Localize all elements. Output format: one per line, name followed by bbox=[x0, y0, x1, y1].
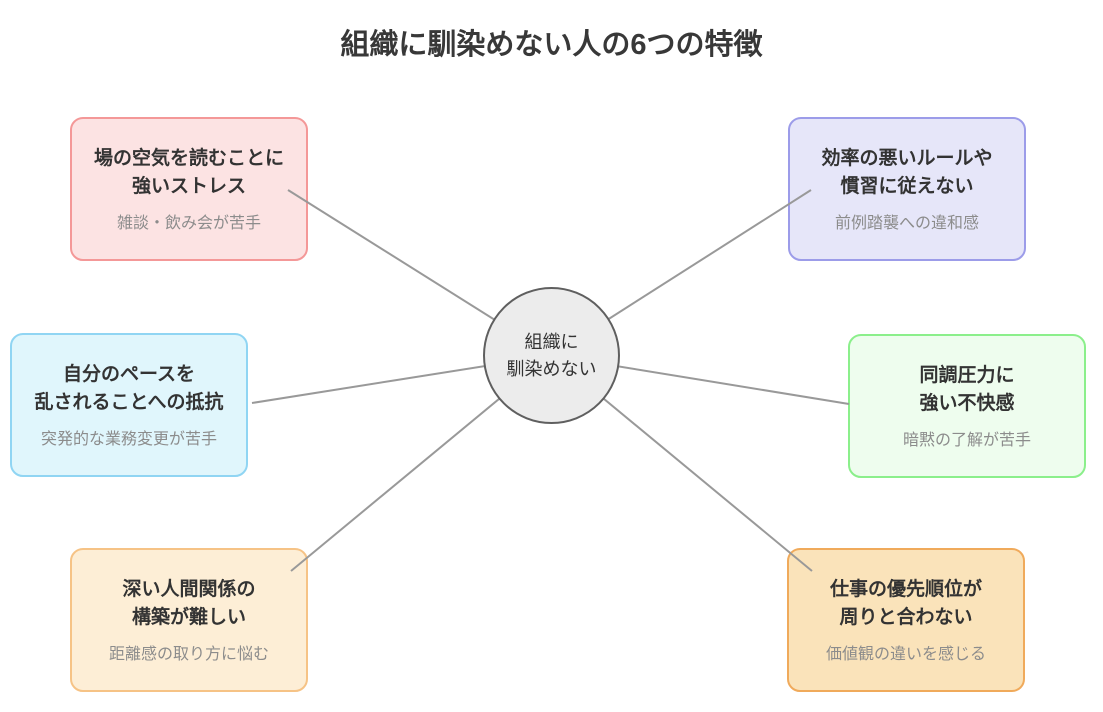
node-title: 深い人間関係の 構築が難しい bbox=[122, 576, 255, 632]
node-title: 効率の悪いルールや 慣習に従えない bbox=[821, 145, 992, 201]
node-title-line2: 強いストレス bbox=[131, 176, 246, 197]
node-title-line1: 仕事の優先順位が bbox=[829, 579, 982, 600]
node-title-line1: 深い人間関係の bbox=[122, 579, 256, 600]
center-node: 組織に 馴染めない bbox=[483, 287, 620, 424]
node-air-reading-stress: 場の空気を読むことに 強いストレス 雑談・飲み会が苦手 bbox=[70, 117, 308, 261]
node-title: 同調圧力に 強い不快感 bbox=[919, 362, 1014, 418]
node-work-priorities: 仕事の優先順位が 周りと合わない 価値観の違いを感じる bbox=[787, 548, 1025, 692]
node-own-pace: 自分のペースを 乱されることへの抵抗 突発的な業務変更が苦手 bbox=[10, 333, 248, 477]
node-peer-pressure: 同調圧力に 強い不快感 暗黙の了解が苦手 bbox=[848, 334, 1086, 478]
node-title-line2: 強い不快感 bbox=[919, 393, 1015, 414]
node-deep-relationships: 深い人間関係の 構築が難しい 距離感の取り方に悩む bbox=[70, 548, 308, 692]
node-inefficient-rules: 効率の悪いルールや 慣習に従えない 前例踏襲への違和感 bbox=[788, 117, 1026, 261]
node-subtitle: 距離感の取り方に悩む bbox=[108, 646, 269, 663]
page-title: 組織に馴染めない人の6つの特徴 bbox=[340, 29, 763, 61]
node-title-line2: 周りと合わない bbox=[839, 607, 973, 628]
node-subtitle: 雑談・飲み会が苦手 bbox=[116, 215, 261, 232]
node-title-line1: 場の空気を読むことに bbox=[93, 148, 284, 169]
node-title-line1: 自分のペースを bbox=[62, 364, 196, 385]
center-label-line2: 馴染めない bbox=[506, 358, 597, 379]
node-title-line2: 乱されることへの抵抗 bbox=[34, 392, 224, 413]
node-subtitle: 前例踏襲への違和感 bbox=[834, 215, 979, 232]
node-title-line2: 構築が難しい bbox=[131, 607, 246, 628]
node-title: 自分のペースを 乱されることへの抵抗 bbox=[34, 361, 223, 417]
node-subtitle: 価値観の違いを感じる bbox=[825, 646, 986, 663]
node-title: 仕事の優先順位が 周りと合わない bbox=[830, 576, 982, 632]
node-subtitle: 暗黙の了解が苦手 bbox=[902, 432, 1031, 449]
node-title: 場の空気を読むことに 強いストレス bbox=[94, 145, 284, 201]
center-label-line1: 組織に bbox=[524, 331, 579, 352]
node-title-line1: 同調圧力に bbox=[919, 365, 1015, 386]
node-title-line1: 効率の悪いルールや bbox=[821, 148, 993, 169]
node-subtitle: 突発的な業務変更が苦手 bbox=[40, 431, 217, 448]
node-title-line2: 慣習に従えない bbox=[840, 176, 974, 197]
